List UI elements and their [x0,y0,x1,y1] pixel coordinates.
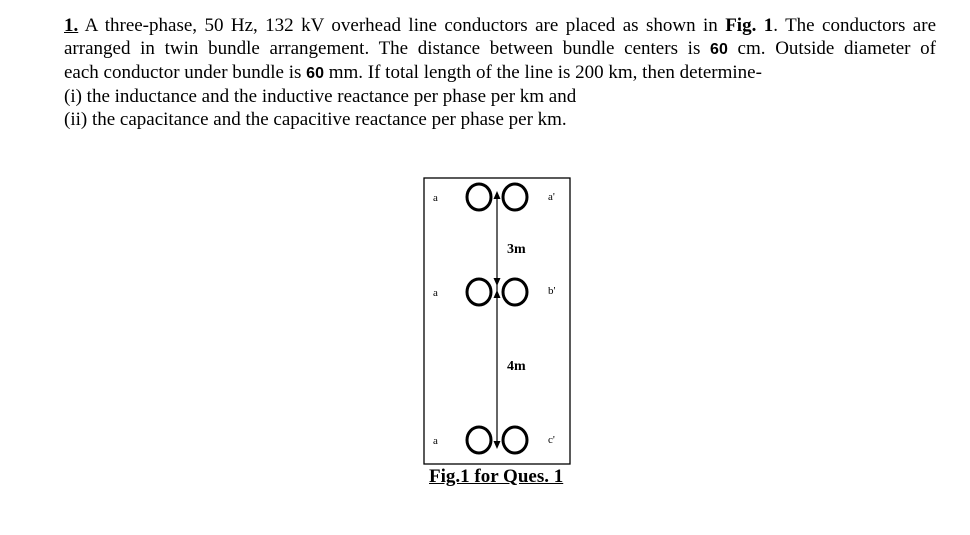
bundle-spacing-value: 60 [710,41,728,58]
figure-svg: a a a a' b' c' 3m 4m [423,177,571,465]
conductor-arrangement-figure: a a a a' b' c' 3m 4m [423,177,571,465]
label-right-b: b' [548,285,556,297]
arrow-bottom-down [493,441,501,449]
conductor-a-right [501,182,529,212]
label-left-3: a [433,435,438,447]
conductor-b-right [501,277,529,307]
figure-caption: Fig.1 for Ques. 1 [429,466,564,487]
arrow-mid-down [493,278,501,286]
question-text: 1. A three-phase, 50 Hz, 132 kV overhead… [64,14,936,131]
label-left-1: a [433,192,438,204]
figure-reference: Fig. 1 [725,15,774,36]
question-line-2: arranged in twin bundle arrangement. The… [64,38,937,59]
arrow-top-up [493,191,501,199]
arrow-mid-up [493,290,501,298]
conductor-c-right [501,425,529,455]
question-part-i: (i) the inductance and the inductive rea… [64,86,577,107]
figure-frame [423,177,571,465]
spacing-label-4m: 4m [507,359,526,374]
label-left-2: a [433,287,438,299]
conductor-diameter-value: 60 [306,65,324,82]
question-part-ii: (ii) the capacitance and the capacitive … [64,109,567,130]
label-right-a: a' [548,191,555,203]
conductor-a-left [465,182,493,212]
question-line-1: 1. A three-phase, 50 Hz, 132 kV overhead… [64,15,937,36]
conductor-b-left [465,277,493,307]
label-right-c: c' [548,434,555,446]
conductor-c-left [465,425,493,455]
spacing-label-3m: 3m [507,242,526,257]
question-number: 1. [64,15,79,36]
question-line-3: each conductor under bundle is 60 mm. If… [64,62,762,83]
